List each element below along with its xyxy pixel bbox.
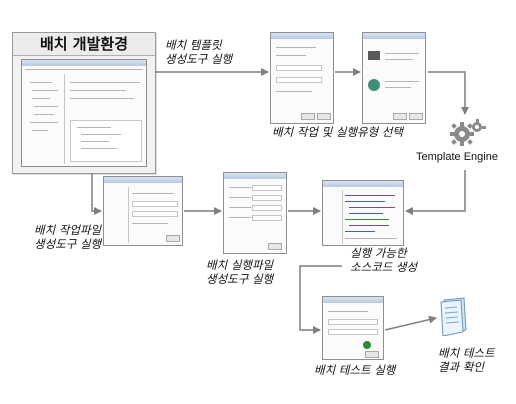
label-template-tool: 배치 템플릿 생성도구 실행 [165,38,233,66]
label-job-tool: 배치 작업파일 생성도구 실행 [34,223,102,251]
arrow-engine-to-source [405,170,466,215]
ide-screenshot [21,59,147,167]
gear-icon [450,119,486,146]
label-template-engine: Template Engine [416,151,498,163]
dev-env-panel: 배치 개발환경 [12,32,156,174]
type-select-window [362,32,426,124]
label-select-type: 배치 작업 및 실행유형 선택 [272,125,404,139]
template-tool-window [270,32,334,124]
label-test-run: 배치 테스트 실행 [314,363,396,377]
test-run-window [322,296,384,360]
arrow-test-to-result [384,315,437,331]
label-exec-tool: 배치 실행파일 생성도구 실행 [206,258,274,286]
label-test-result: 배치 테스트 결과 확인 [438,346,495,374]
generated-source-window [322,180,404,246]
label-source-generate: 실행 가능한 소스코드 생성 [350,246,418,274]
exec-file-tool-window [223,172,287,254]
result-document-icon [440,297,467,336]
arrow-type-to-engine [428,71,469,115]
job-file-tool-window [103,176,183,246]
arrow-env-to-job-tool [91,173,102,215]
arrow-source-to-test [299,265,342,334]
dev-env-title: 배치 개발환경 [13,33,155,56]
